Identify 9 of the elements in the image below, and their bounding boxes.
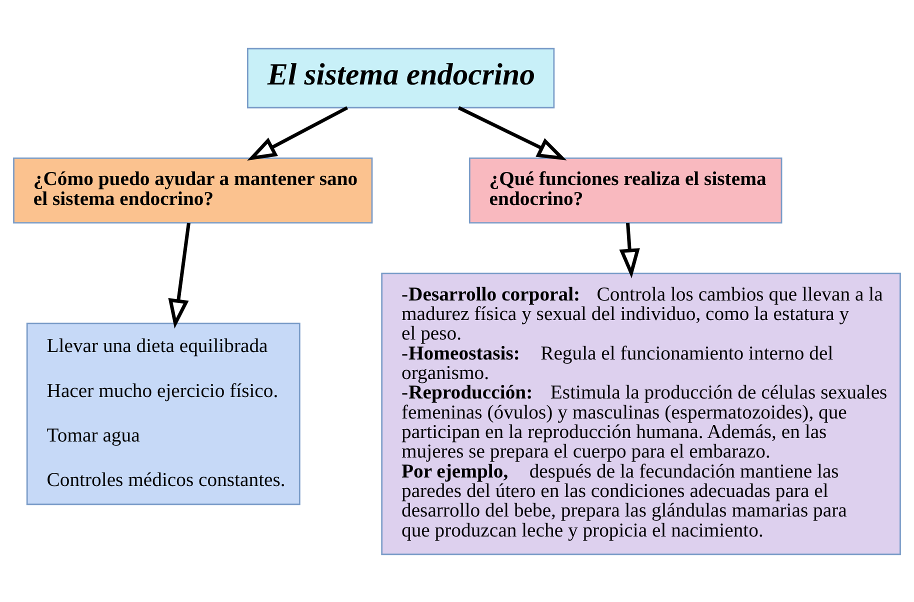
arrow bbox=[619, 222, 640, 278]
node-box: ¿Qué funciones realiza el sistema endocrino? bbox=[468, 157, 782, 224]
arrow bbox=[458, 106, 567, 160]
node-box: El sistema endocrino bbox=[246, 47, 555, 108]
arrow bbox=[247, 106, 348, 160]
node-box: ¿Cómo puedo ayudar a mantener sano el sistema endocrino? bbox=[13, 157, 373, 224]
node-box: Llevar una dieta equilibrada Hacer mucho ejercicio físico. Tomar agua Controles médicos constantes. bbox=[26, 322, 300, 505]
arrow bbox=[168, 222, 190, 328]
node-box: -Desarrollo corporal: Controla los cambios que llevan a la madurez física y sexual del individuo, como la estatura y el peso. -Homeostasis: Regula el funcionamiento interno del organismo. -Reproducción: Estimula la producción de células sexuales femeninas (óvulos) y masculinas (espermatozoides), que participan en la reproducción humana. Además, en las mujeres se prepara el cuerpo para el embarazo. Por ejemplo, después de la fecundación mantiene las paredes del útero en las condiciones adecuadas para el desarrollo del bebe, prepara las glándulas mamarias para que produzcan leche y propicia el nacimiento. bbox=[381, 272, 901, 555]
